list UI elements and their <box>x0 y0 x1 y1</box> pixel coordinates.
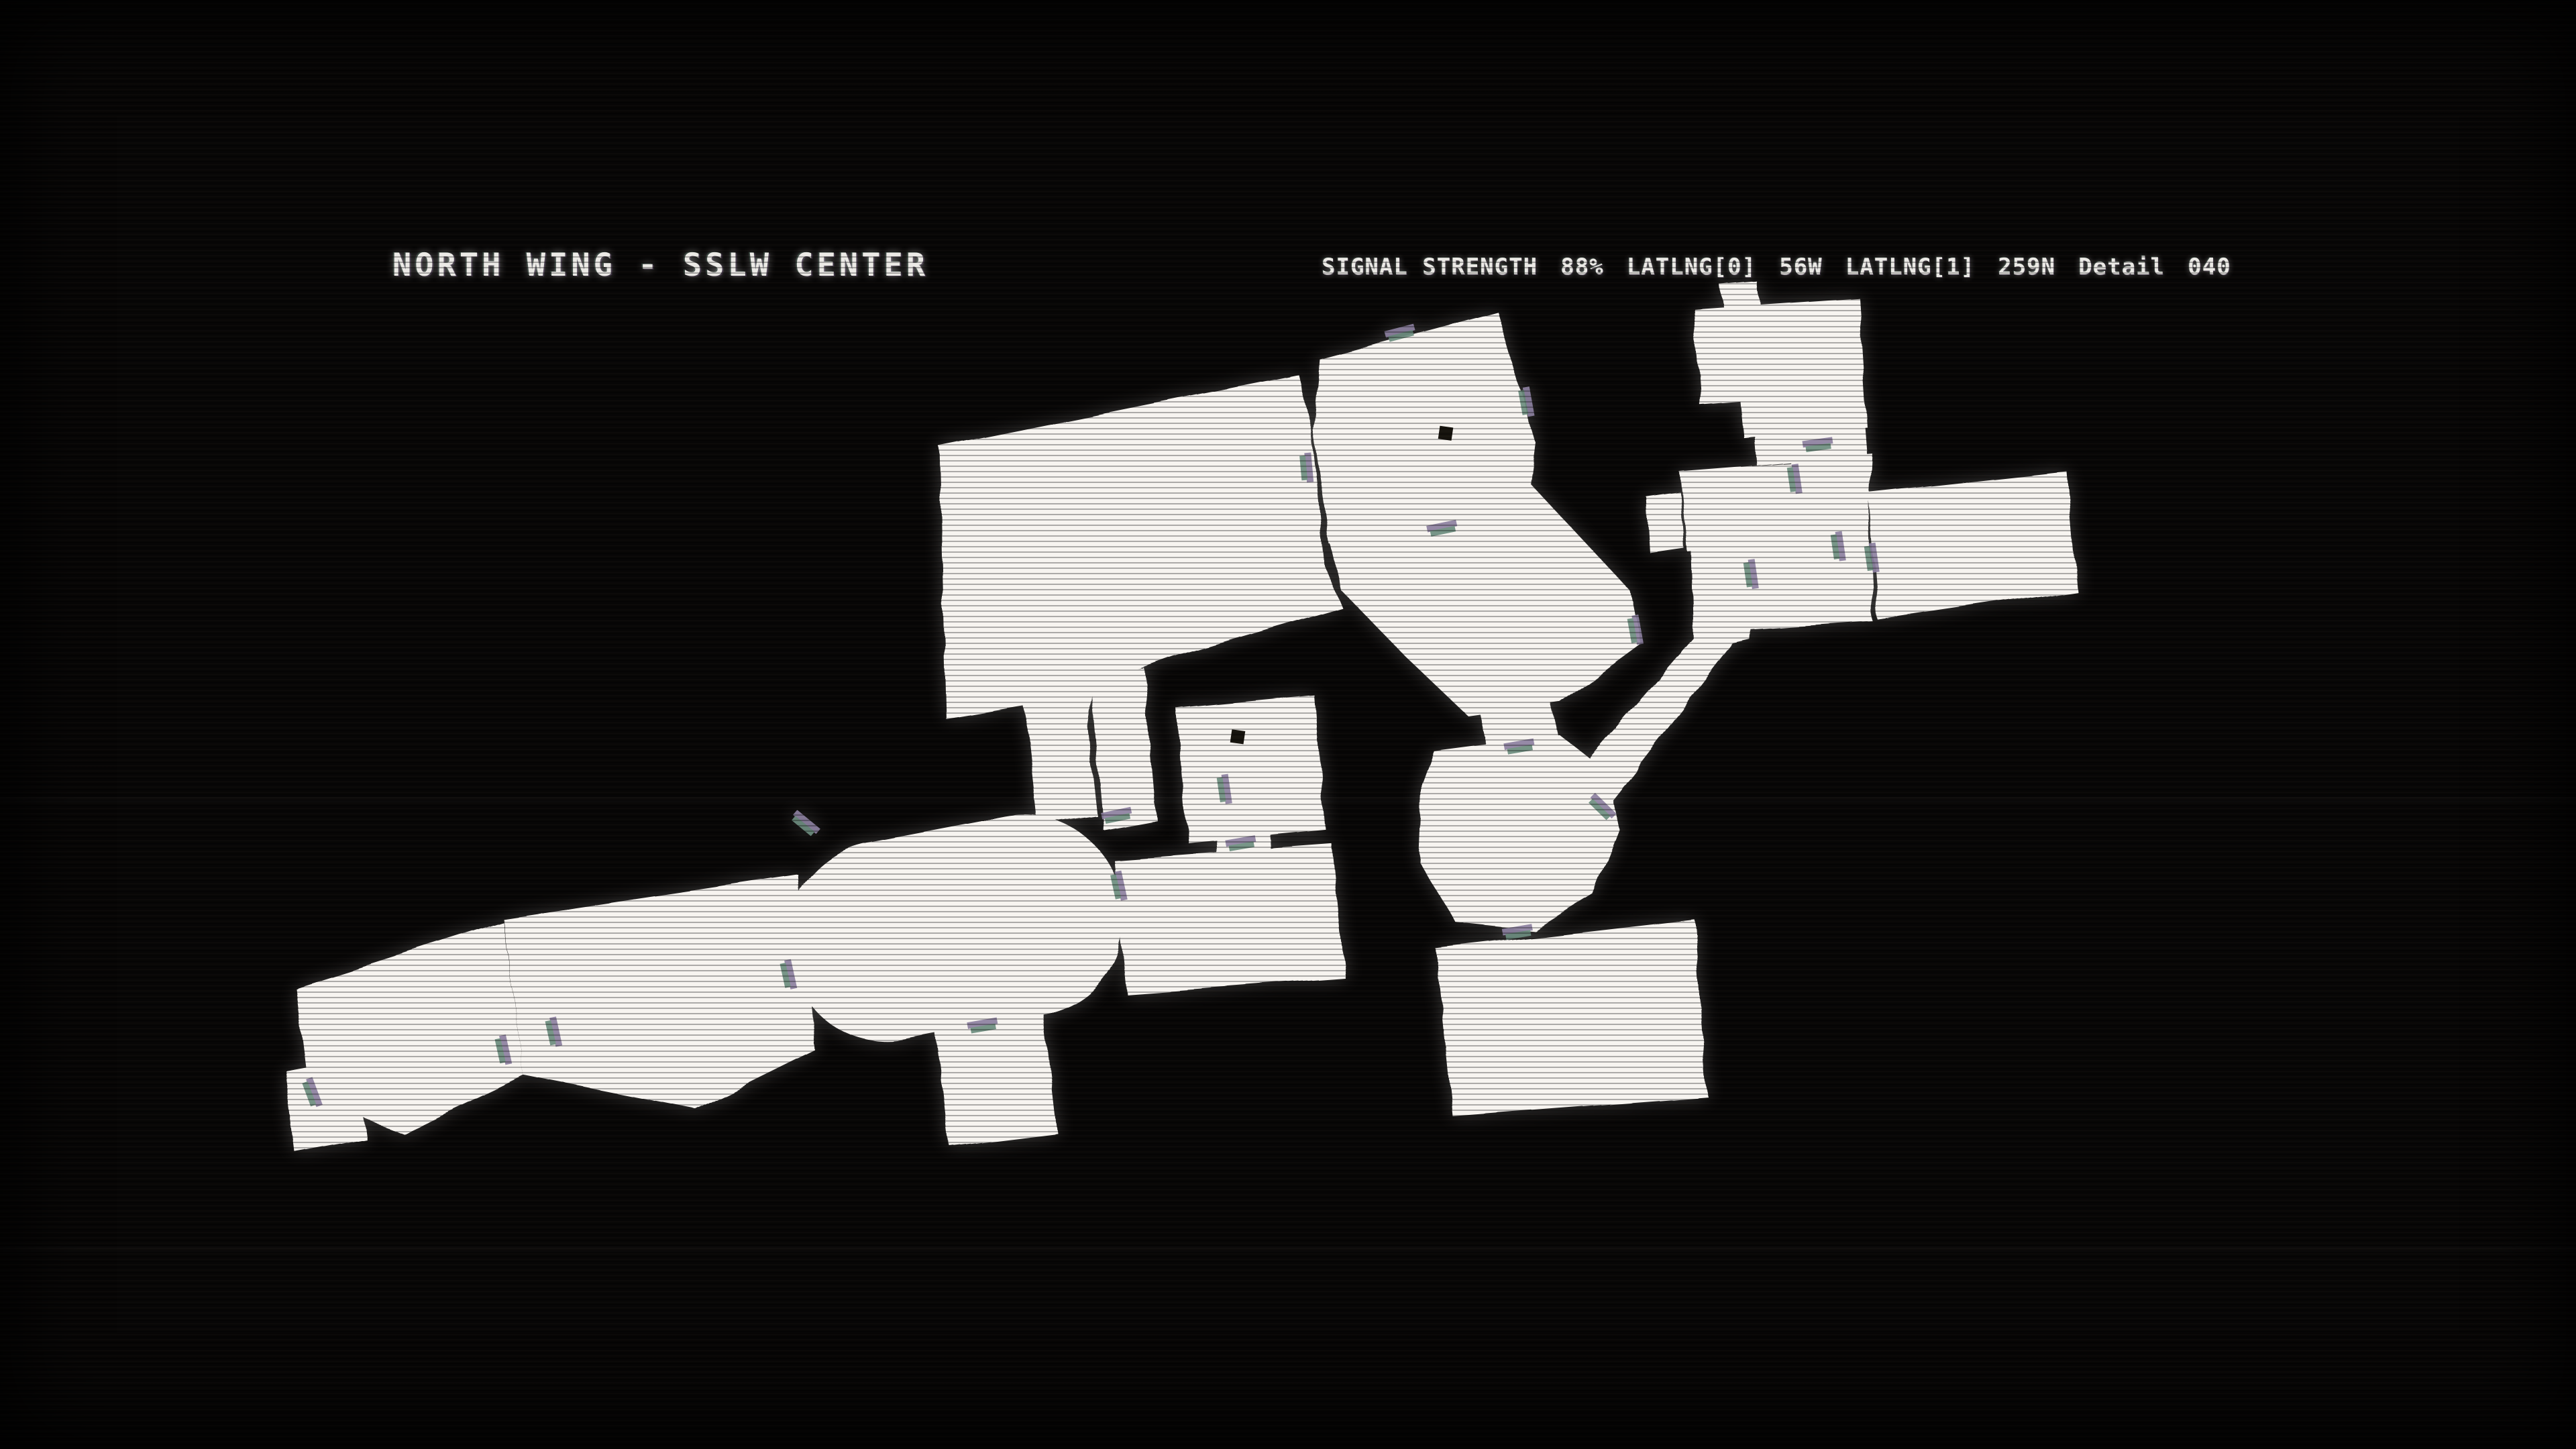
signal-strength-label: SIGNAL STRENGTH <box>1322 254 1538 280</box>
map-room-elbow-tab <box>1647 492 1684 553</box>
map-title: NORTH WING - SSLW CENTER <box>392 247 929 284</box>
detail-value: 040 <box>2188 254 2231 280</box>
map-room-east-hall <box>1868 471 2076 621</box>
map-room-hall-northwest-stub-b <box>1090 667 1157 830</box>
map-room-stub-below-pill <box>936 1014 1057 1146</box>
map-room-room-west-annex <box>285 1057 366 1152</box>
map-room-stack-room-2 <box>1752 390 1867 466</box>
status-readout: SIGNAL STRENGTH 88% LATLNG[0] 56W LATLNG… <box>1322 254 2231 280</box>
room-dot-marker <box>1438 425 1454 441</box>
map-room-room-wide-mid <box>1114 843 1345 995</box>
map-room-room-west-slab <box>503 874 815 1110</box>
map-room-quad-room-south <box>1436 918 1707 1116</box>
map-room-hall-northwest-stub-a <box>1028 722 1097 824</box>
map-room-stack-room-1-tab <box>1721 282 1761 315</box>
latlng0-value: 56W <box>1779 254 1823 280</box>
detail-label: Detail <box>2078 254 2165 280</box>
latlng1-value: 259N <box>1998 254 2056 280</box>
door-marker <box>792 810 820 837</box>
map-room-pill-room <box>788 815 1124 1042</box>
signal-strength-value: 88% <box>1560 254 1604 280</box>
latlng1-label: LATLNG[1] <box>1845 254 1976 280</box>
map-room-stack-room-4 <box>1744 506 1874 631</box>
latlng0-label: LATLNG[0] <box>1626 254 1757 280</box>
room-dot-marker <box>1230 729 1246 745</box>
